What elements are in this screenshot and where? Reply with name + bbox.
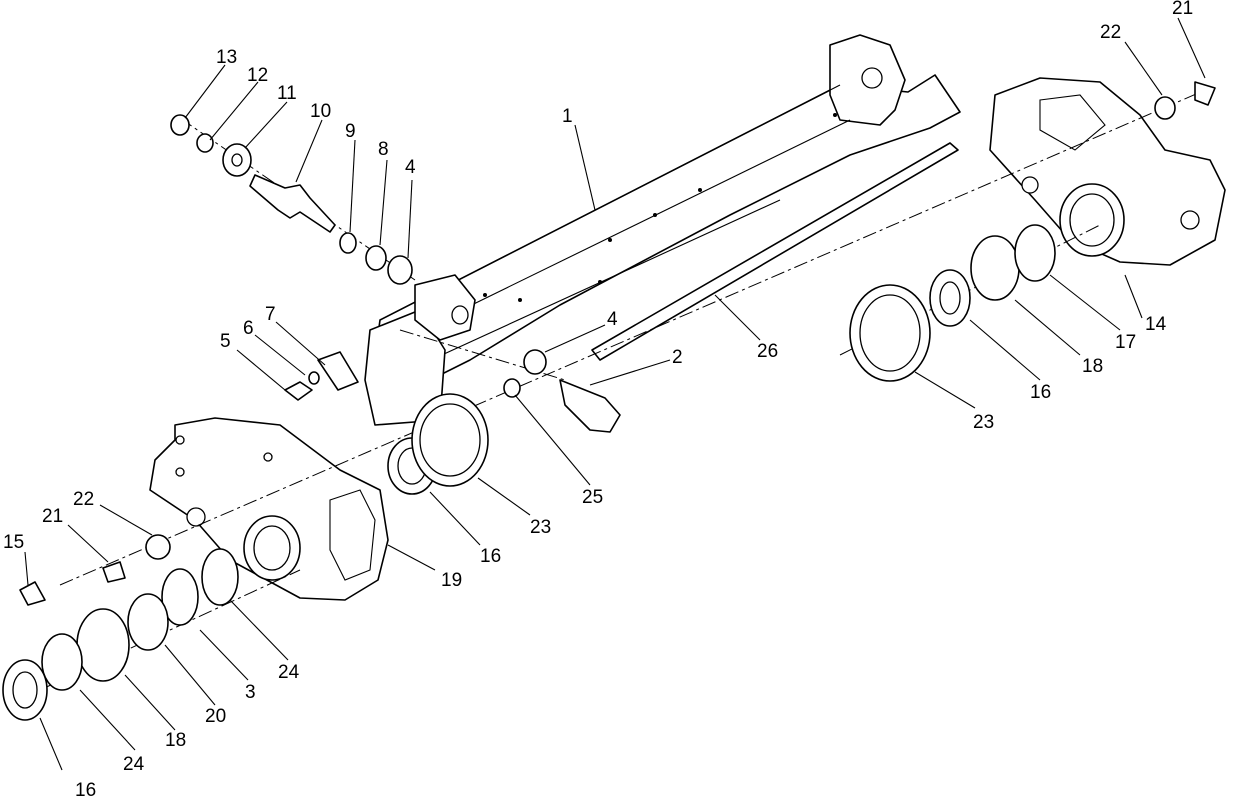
callout-3: 3	[245, 682, 256, 703]
left-seal-stack	[2, 393, 489, 721]
callout-24b: 24	[123, 754, 145, 775]
callout-26: 26	[757, 341, 778, 362]
callout-16a: 16	[1030, 382, 1051, 403]
callout-7: 7	[265, 304, 276, 325]
small-parts	[19, 81, 1216, 606]
right-side-plate	[989, 77, 1226, 266]
callout-14: 14	[1145, 314, 1167, 335]
callout-4a: 4	[405, 157, 416, 178]
callout-22a: 22	[1100, 22, 1121, 43]
callout-2: 2	[672, 347, 683, 368]
leader-lines	[24, 17, 1206, 771]
callout-19: 19	[441, 570, 462, 591]
right-seal-stack	[849, 224, 1056, 382]
callout-18b: 18	[165, 730, 186, 751]
callout-10: 10	[310, 101, 331, 122]
callout-5: 5	[220, 331, 231, 352]
callout-16c: 16	[75, 780, 96, 801]
callout-4b: 4	[607, 309, 618, 330]
callout-1: 1	[562, 106, 573, 127]
callout-18a: 18	[1082, 356, 1103, 377]
callout-17: 17	[1115, 332, 1136, 353]
callout-12: 12	[247, 65, 268, 86]
callout-23b: 23	[530, 517, 551, 538]
bar	[591, 142, 959, 361]
callout-9: 9	[345, 121, 356, 142]
callout-labels: 1 2 3 4 4 5 6 7 8 9 10 11 12 13 14 15 16…	[3, 0, 1193, 801]
callout-21a: 21	[1172, 0, 1193, 19]
callout-8: 8	[378, 139, 389, 160]
main-frame	[364, 34, 961, 426]
callout-13: 13	[216, 47, 237, 68]
callout-15: 15	[3, 532, 24, 553]
callout-11: 11	[277, 83, 297, 104]
callout-23a: 23	[973, 412, 994, 433]
callout-16b: 16	[480, 546, 501, 567]
callout-25: 25	[582, 487, 603, 508]
shaft-assembly	[170, 114, 413, 285]
left-side-plate	[149, 417, 389, 601]
callout-21b: 21	[42, 506, 63, 527]
callout-22b: 22	[73, 489, 94, 510]
callout-20: 20	[205, 706, 226, 727]
callout-24a: 24	[278, 662, 300, 683]
callout-6: 6	[243, 318, 254, 339]
